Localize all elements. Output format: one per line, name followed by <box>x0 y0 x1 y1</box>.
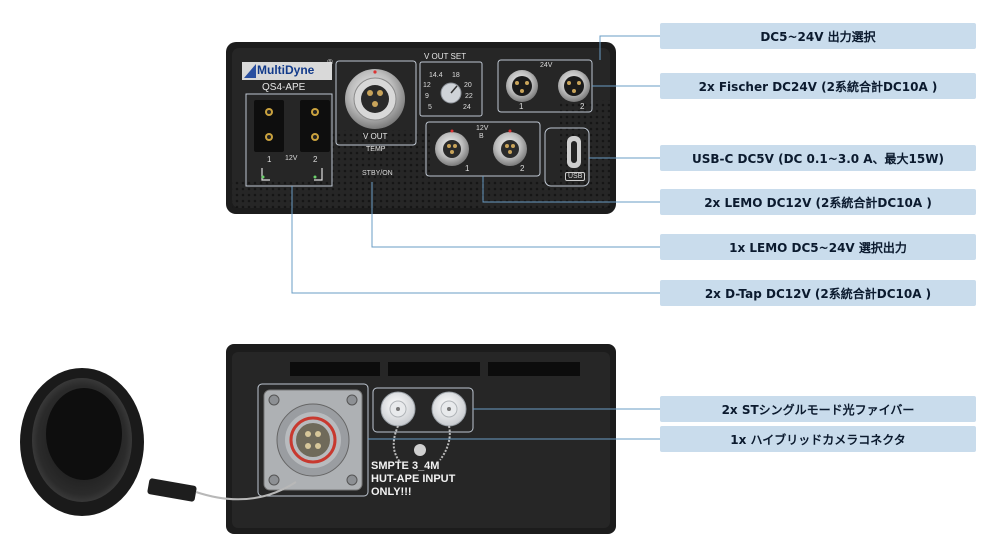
dial-value-9: 9 <box>425 93 429 100</box>
dial-value-22: 22 <box>465 93 473 100</box>
dial-value-18: 18 <box>452 72 460 79</box>
callout-fischer: 2x Fischer DC24V (2系統合計DC10A ) <box>660 73 976 99</box>
dial-value-5: 5 <box>428 104 432 111</box>
brand-logo-text: MultiDyne <box>257 63 315 77</box>
lemo12-port-1 <box>435 129 469 166</box>
fischer-port-1 <box>506 70 538 102</box>
vent-slot-2 <box>388 362 480 376</box>
fischer-port-1-number: 1 <box>519 102 524 111</box>
callout-dtap: 2x D-Tap DC12V (2系統合計DC10A ) <box>660 280 976 306</box>
vout-label: V OUT <box>363 132 388 141</box>
callout-vout-lemo: 1x LEMO DC5~24V 選択出力 <box>660 234 976 260</box>
callout-usb-c: USB-C DC5V (DC 0.1~3.0 A、最大15W) <box>660 145 976 171</box>
bottom-device <box>226 344 616 534</box>
callout-vout-select: DC5~24V 出力選択 <box>660 23 976 49</box>
lemo12-port-2-number: 2 <box>520 164 525 173</box>
smpte-label-line2: HUT-APE INPUT <box>371 473 456 485</box>
callout-st-fiber: 2x STシングルモード光ファイバー <box>660 396 976 422</box>
vout-panel <box>335 60 417 146</box>
leader-lemo12 <box>482 176 660 203</box>
dtap-port-2-number: 2 <box>313 155 318 164</box>
leader-lines <box>291 35 660 440</box>
stby-on-label: STBY/ON <box>362 170 393 177</box>
vout-set-panel <box>419 61 483 117</box>
dtap-port-2 <box>300 100 330 152</box>
dtap-port-1-number: 1 <box>267 155 272 164</box>
vout-set-label: V OUT SET <box>424 52 467 61</box>
lemo12-sub-label: B <box>479 133 484 140</box>
dial-value-24: 24 <box>463 104 471 111</box>
brand-logo-plate <box>242 62 332 80</box>
fischer-port-2 <box>558 70 590 102</box>
hybrid-panel <box>257 383 369 497</box>
leader-dtap <box>291 186 660 294</box>
brand-registered-mark: ® <box>327 58 333 67</box>
vent-slot-3 <box>488 362 580 376</box>
vent-slot-1 <box>290 362 380 376</box>
top-vent-grid <box>232 180 610 208</box>
smpte-label-line3: ONLY!!! <box>371 486 412 498</box>
smpte-label-line1: SMPTE 3_4M <box>371 460 440 472</box>
rubber-dust-cap <box>20 368 297 516</box>
lemo12-port-2 <box>493 129 527 166</box>
lemo12-voltage-label: 12V <box>476 125 489 132</box>
fiber-panel <box>372 387 474 433</box>
st-fiber-port-1 <box>380 391 416 427</box>
dial-value-12: 12 <box>423 82 431 89</box>
dtap-port-1 <box>254 100 284 152</box>
model-label: QS4-APE <box>262 82 306 93</box>
leader-vout-select <box>599 35 660 60</box>
st-fiber-port-2 <box>431 391 467 427</box>
fischer-voltage-label: 24V <box>540 62 553 69</box>
callout-lemo12: 2x LEMO DC12V (2系統合計DC10A ) <box>660 189 976 215</box>
lemo12-port-1-number: 1 <box>465 164 470 173</box>
leader-vout-lemo <box>371 182 660 248</box>
top-device <box>226 42 616 214</box>
usb-panel <box>544 127 590 187</box>
dial-value-14-4: 14.4 <box>429 72 443 79</box>
fischer-port-2-number: 2 <box>580 102 585 111</box>
dtap-panel <box>245 93 333 187</box>
brand-logo-icon <box>244 64 256 78</box>
dtap-voltage-label: 12V <box>285 155 298 162</box>
callout-hybrid-connector: 1x ハイブリッドカメラコネクタ <box>660 426 976 452</box>
usb-label: USB <box>565 172 586 181</box>
temp-label: TEMP <box>366 146 386 153</box>
dial-value-20: 20 <box>464 82 472 89</box>
